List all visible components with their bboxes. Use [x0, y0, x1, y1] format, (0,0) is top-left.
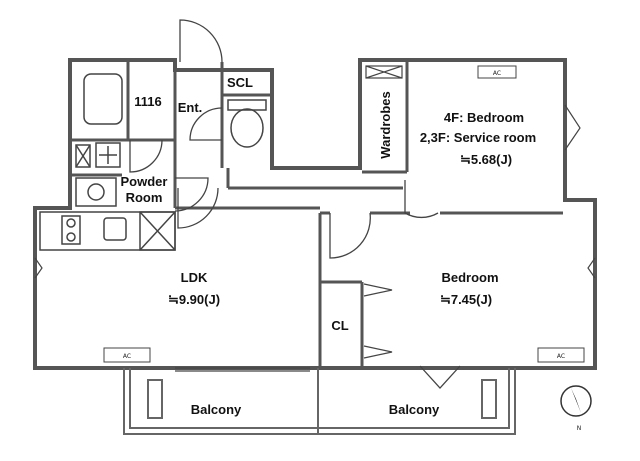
ac-label-bedroom: AC: [557, 353, 565, 360]
wardrobe-mark: [365, 65, 403, 79]
ac-unit-bedroom: AC: [537, 347, 585, 363]
washbasin: [75, 142, 121, 168]
washer-pan: [75, 177, 117, 207]
toilet: [227, 99, 267, 148]
ac-unit-ldk: AC: [103, 347, 151, 363]
powder-room-label-1: Powder: [121, 174, 168, 189]
bath-number: 1116: [134, 94, 162, 109]
scl-label: SCL: [227, 75, 253, 90]
windows: [34, 104, 596, 372]
bedroom-top-label-1: 4F: Bedroom: [444, 110, 524, 125]
kitchen-counter: [39, 211, 176, 251]
powder-room-label-2: Room: [126, 190, 163, 205]
balcony: [123, 368, 516, 435]
compass-icon: N: [560, 385, 592, 432]
bathtub: [83, 73, 123, 125]
balcony-label-right: Balcony: [389, 402, 440, 417]
outer-walls: [33, 58, 597, 370]
ldk-label: LDK: [181, 270, 208, 285]
compass-north-label: N: [577, 425, 582, 432]
ac-label-ldk: AC: [123, 353, 131, 360]
bedroom-label: Bedroom: [441, 270, 498, 285]
balcony-label-left: Balcony: [191, 402, 242, 417]
bedroom-top-area: ≒5.68(J): [460, 152, 512, 167]
door-swings: [129, 19, 461, 389]
ldk-area: ≒9.90(J): [168, 292, 220, 307]
ac-label-top: AC: [493, 70, 501, 77]
bedroom-area: ≒7.45(J): [440, 292, 492, 307]
ac-unit-top: AC: [477, 65, 517, 79]
wardrobes-label: Wardrobes: [378, 91, 393, 158]
closet-label: CL: [331, 318, 348, 333]
bedroom-top-label-2: 2,3F: Service room: [420, 130, 536, 145]
entrance-label: Ent.: [178, 100, 203, 115]
interior-walls: [72, 62, 563, 366]
